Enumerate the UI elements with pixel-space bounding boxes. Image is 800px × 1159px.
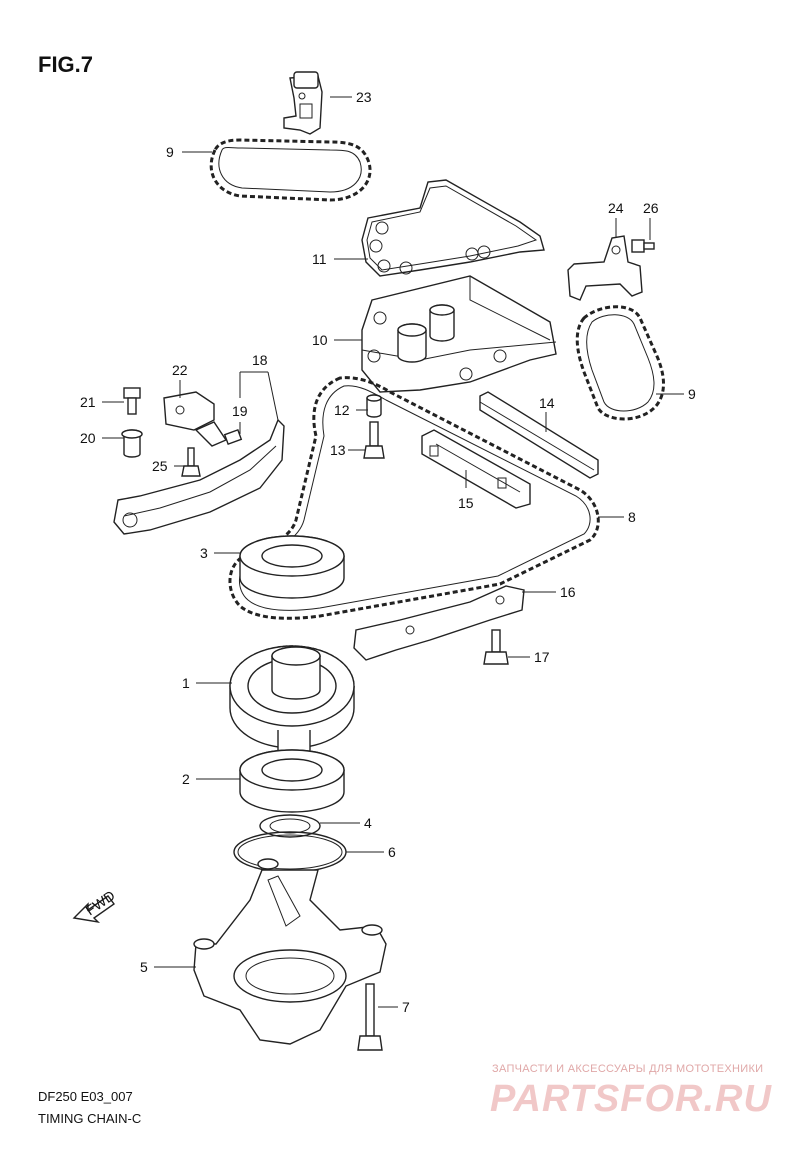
callout-18: 18 bbox=[252, 352, 268, 368]
callout-labels: 23 9 11 10 24 26 9 18 22 21 19 20 25 12 … bbox=[80, 89, 696, 1015]
callout-19: 19 bbox=[232, 403, 248, 419]
callout-4: 4 bbox=[364, 815, 372, 831]
part-10-pump-housing bbox=[361, 275, 557, 393]
part-11-gasket bbox=[361, 179, 545, 277]
part-9-small-chain-right bbox=[575, 305, 665, 421]
part-25-bolt bbox=[181, 447, 201, 477]
part-17-bolt bbox=[483, 629, 509, 665]
part-1-gear bbox=[229, 645, 355, 757]
callout-9-upper: 9 bbox=[166, 144, 174, 160]
diagram-caption: TIMING CHAIN-C bbox=[38, 1111, 142, 1126]
part-7-bolt bbox=[357, 983, 383, 1051]
part-19-plunger bbox=[194, 421, 243, 447]
callout-25: 25 bbox=[152, 458, 168, 474]
part-22-tensioner bbox=[163, 391, 215, 431]
callout-7: 7 bbox=[402, 999, 410, 1015]
callout-12: 12 bbox=[334, 402, 350, 418]
part-6-o-ring bbox=[233, 831, 347, 873]
part-18-tensioner-arm bbox=[113, 418, 285, 535]
part-15-chain-guide bbox=[421, 429, 531, 509]
callout-10: 10 bbox=[312, 332, 328, 348]
part-23-bracket bbox=[283, 71, 323, 135]
part-16-chain-guide bbox=[353, 585, 525, 661]
fwd-arrow-icon: FWD bbox=[72, 887, 118, 924]
part-3-bearing bbox=[239, 535, 345, 599]
callout-11: 11 bbox=[312, 251, 327, 267]
callout-20: 20 bbox=[80, 430, 96, 446]
part-20-collar bbox=[121, 429, 143, 458]
part-5-housing bbox=[193, 858, 387, 1045]
callout-6: 6 bbox=[388, 844, 396, 860]
callout-3: 3 bbox=[200, 545, 208, 561]
part-24-tensioner-bracket bbox=[567, 235, 643, 301]
callout-9-right: 9 bbox=[688, 386, 696, 402]
part-9-small-chain-upper bbox=[209, 138, 372, 202]
part-12-dowel bbox=[366, 394, 382, 418]
callout-26: 26 bbox=[643, 200, 659, 216]
callout-14: 14 bbox=[539, 395, 555, 411]
callout-17: 17 bbox=[534, 649, 550, 665]
part-13-bolt bbox=[363, 421, 385, 459]
callout-5: 5 bbox=[140, 959, 148, 975]
part-14-chain-guide bbox=[479, 391, 599, 479]
callout-13: 13 bbox=[330, 442, 346, 458]
model-code: DF250 E03_007 bbox=[38, 1089, 133, 1104]
callout-22: 22 bbox=[172, 362, 188, 378]
watermark-brand: PARTSFOR.RU bbox=[490, 1078, 772, 1120]
callout-24: 24 bbox=[608, 200, 624, 216]
figure-title: FIG.7 bbox=[38, 52, 94, 77]
leader-lines bbox=[102, 96, 684, 1008]
callout-15: 15 bbox=[458, 495, 474, 511]
part-2-bearing bbox=[239, 749, 345, 813]
callout-16: 16 bbox=[560, 584, 576, 600]
callout-1: 1 bbox=[182, 675, 190, 691]
watermark-tagline: ЗАПЧАСТИ И АКСЕССУАРЫ ДЛЯ МОТОТЕХНИКИ bbox=[492, 1063, 764, 1075]
part-8-timing-chain bbox=[228, 376, 600, 620]
part-26-bolt bbox=[631, 239, 655, 253]
callout-23: 23 bbox=[356, 89, 372, 105]
part-21-bolt bbox=[123, 387, 141, 415]
callout-8: 8 bbox=[628, 509, 636, 525]
callout-21: 21 bbox=[80, 394, 96, 410]
part-4-oil-seal bbox=[259, 814, 321, 838]
callout-2: 2 bbox=[182, 771, 190, 787]
